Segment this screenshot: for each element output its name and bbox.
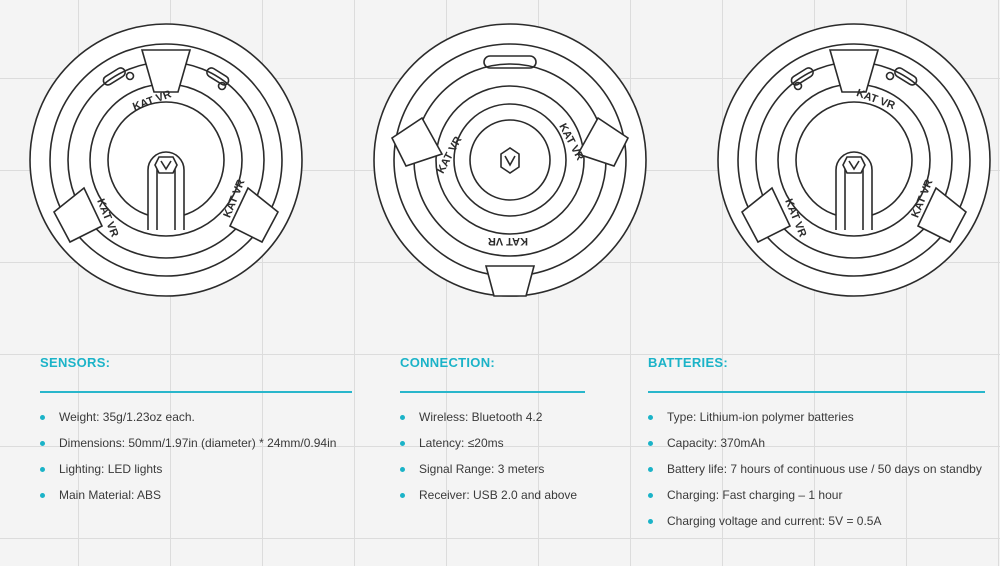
bullet-icon [40,441,45,446]
bullet-icon [648,415,653,420]
list-item: Receiver: USB 2.0 and above [400,482,585,508]
sensor-drawing-right: KAT VR KAT VR KAT VR [714,20,994,300]
list-item-text: Charging voltage and current: 5V = 0.5A [667,514,882,528]
brand-mark-text: KAT VR [488,235,528,247]
list-item: Charging voltage and current: 5V = 0.5A [648,508,985,534]
list-item-text: Main Material: ABS [59,488,162,502]
bullet-icon [400,441,405,446]
spec-section-sensors: SENSORS: Weight: 35g/1.23oz each. Dimens… [40,352,352,508]
section-divider [40,391,352,393]
spec-list: Weight: 35g/1.23oz each. Dimensions: 50m… [40,404,352,508]
list-item-text: Signal Range: 3 meters [419,462,545,476]
list-item: Charging: Fast charging – 1 hour [648,482,985,508]
list-item: Capacity: 370mAh [648,430,985,456]
list-item: Dimensions: 50mm/1.97in (diameter) * 24m… [40,430,352,456]
bullet-icon [648,441,653,446]
bullet-icon [400,467,405,472]
bullet-icon [400,415,405,420]
spec-section-connection: CONNECTION: Wireless: Bluetooth 4.2 Late… [400,352,585,508]
spec-list: Wireless: Bluetooth 4.2 Latency: ≤20ms S… [400,404,585,508]
list-item-text: Capacity: 370mAh [667,436,766,450]
spec-section-batteries: BATTERIES: Type: Lithium-ion polymer bat… [648,352,985,534]
list-item-text: Battery life: 7 hours of continuous use … [667,462,982,476]
sensor-drawing-left: KAT VR KAT VR KAT VR [26,20,306,300]
bullet-icon [40,415,45,420]
list-item-text: Charging: Fast charging – 1 hour [667,488,843,502]
list-item-text: Lighting: LED lights [59,462,163,476]
section-divider [648,391,985,393]
list-item-text: Dimensions: 50mm/1.97in (diameter) * 24m… [59,436,337,450]
list-item: Wireless: Bluetooth 4.2 [400,404,585,430]
list-item-text: Latency: ≤20ms [419,436,504,450]
list-item-text: Type: Lithium-ion polymer batteries [667,410,854,424]
list-item: Battery life: 7 hours of continuous use … [648,456,985,482]
section-title: CONNECTION: [400,355,496,370]
list-item: Signal Range: 3 meters [400,456,585,482]
bullet-icon [648,467,653,472]
sensor-drawing-middle: KAT VR KAT VR KAT VR [370,20,650,300]
list-item-text: Weight: 35g/1.23oz each. [59,410,195,424]
section-divider [400,391,585,393]
section-title: SENSORS: [40,355,111,370]
spec-list: Type: Lithium-ion polymer batteries Capa… [648,404,985,534]
list-item-text: Receiver: USB 2.0 and above [419,488,578,502]
bullet-icon [40,493,45,498]
list-item: Weight: 35g/1.23oz each. [40,404,352,430]
bullet-icon [40,467,45,472]
bullet-icon [400,493,405,498]
section-title: BATTERIES: [648,355,729,370]
bullet-icon [648,493,653,498]
list-item: Type: Lithium-ion polymer batteries [648,404,985,430]
list-item: Main Material: ABS [40,482,352,508]
list-item: Latency: ≤20ms [400,430,585,456]
list-item-text: Wireless: Bluetooth 4.2 [419,410,543,424]
bullet-icon [648,519,653,524]
list-item: Lighting: LED lights [40,456,352,482]
